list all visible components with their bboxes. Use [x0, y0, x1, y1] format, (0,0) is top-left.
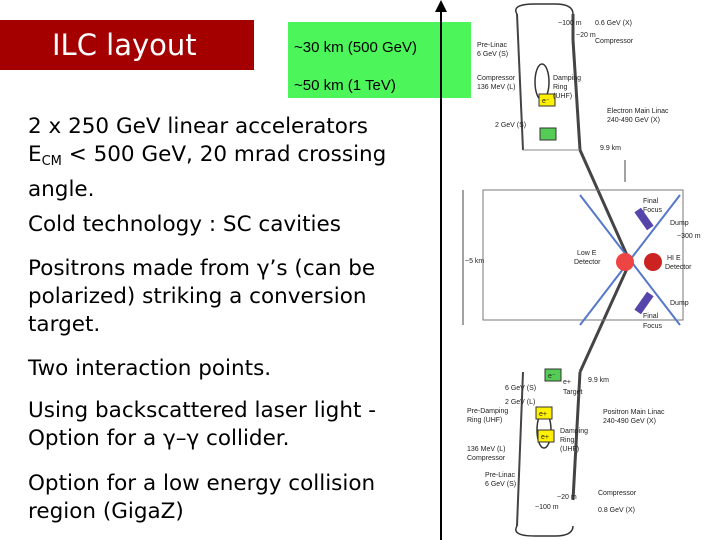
positron-beam-to-ip [578, 261, 632, 373]
transfer-line-lower [516, 371, 524, 527]
six-gev-lower: 6 GeV (S) [505, 385, 536, 392]
bullet-laser-line1: Using backscattered laser light - [28, 398, 376, 423]
low-e-detector-icon [616, 253, 634, 271]
lower-damping-3: (UHF) [560, 446, 579, 453]
electron-linac-1: Electron Main Linac [607, 108, 669, 115]
e-plus-target-2: Target [563, 389, 583, 396]
energy-scale-box: ~30 km (500 GeV) ~50 km (1 TeV) [288, 22, 471, 98]
bullet-low-energy-line2: region (GigaZ) [28, 499, 184, 524]
top-dim-20m: ~20 m [576, 32, 596, 39]
length-arrow-line [440, 6, 442, 540]
damping-ring-upper-3: (UHF) [553, 93, 572, 100]
bottom-dim-20m: ~20 m [557, 494, 577, 501]
damping-ring-upper-1: Damping [553, 75, 581, 82]
dump-upper-icon [634, 207, 654, 231]
bullet-accelerators-line2: ECM < 500 GeV, 20 mrad crossing [28, 141, 428, 176]
prelinac-top-1: Pre-Linac [477, 42, 507, 49]
bullet-cold-technology-text: Cold technology : SC cavities [28, 212, 341, 237]
two-gev-lower: 2 GeV (L) [505, 399, 535, 406]
bullet-positrons-line1: Positrons made from γ’s (can be [28, 256, 376, 281]
e-minus-source-icon [538, 93, 556, 107]
dim-5km: ~5 km [465, 258, 484, 265]
bullet-accelerators: 2 x 250 GeV linear accelerators ECM < 50… [28, 113, 428, 204]
dim-300m: ~300 m [677, 233, 701, 240]
lower-prelinac-2: 6 GeV (S) [485, 481, 516, 488]
low-e-label-2: Detector [574, 259, 601, 266]
e-plus-label-1: e+ [539, 411, 547, 418]
e-minus-gun-icon [539, 127, 557, 141]
top-turnaround [515, 3, 574, 15]
bullet-positrons-line3: target. [28, 312, 101, 337]
electron-main-linac [571, 39, 582, 151]
lower-damping-1: Damping [560, 428, 588, 435]
positron-main-linac [571, 371, 582, 501]
pre-damping-2: Ring (UHF) [467, 417, 502, 424]
ecm-symbol: E [28, 142, 42, 167]
final-focus-lower-1: Final [643, 313, 659, 320]
two-gev-upper: 2 GeV (S) [495, 122, 526, 129]
dump-lower-label: Dump [670, 300, 689, 307]
bullet-laser-light: Using backscattered laser light - Option… [28, 397, 448, 453]
top-compressor-label: Compressor [595, 38, 634, 45]
top-dim-100m: ~100 m [558, 20, 582, 27]
electron-linac-2: 240-490 GeV (X) [607, 117, 660, 124]
bottom-turnaround [515, 525, 574, 537]
bottom-dim-100m: ~100 m [535, 504, 559, 511]
bullet-positrons: Positrons made from γ’s (can be polarize… [28, 255, 428, 339]
bullet-laser-line2: Option for a γ–γ collider. [28, 426, 290, 451]
lower-distance: 9.9 km [588, 377, 609, 384]
lower-prelinac-1: Pre-Linac [485, 472, 515, 479]
prelinac-top-2: 6 GeV (S) [477, 51, 508, 58]
final-focus-upper-2: Focus [643, 207, 663, 214]
ecm-rest: < 500 GeV, 20 mrad crossing [61, 142, 387, 167]
ilc-layout-diagram: ~100 m ~20 m 0.6 GeV (X) Compressor Pre-… [462, 3, 701, 537]
final-focus-upper-1: Final [643, 198, 659, 205]
e-plus-target-1: e+ [563, 379, 571, 386]
bullet-cold-technology: Cold technology : SC cavities [28, 211, 341, 239]
lower-compressor-2: Compressor [467, 455, 506, 462]
bullet-interaction-points: Two interaction points. [28, 355, 271, 383]
lower-compressor-1: 136 MeV (L) [467, 446, 506, 453]
upper-distance: 9.9 km [600, 145, 621, 152]
e-minus-lower-icon [544, 368, 562, 382]
e-plus-source-icon-1 [535, 406, 553, 420]
positron-linac-1: Positron Main Linac [603, 409, 665, 416]
positron-linac-2: 240-490 GeV (X) [603, 418, 656, 425]
bullet-accelerators-line1: 2 x 250 GeV linear accelerators [28, 114, 368, 139]
dump-lower-icon [634, 291, 654, 315]
e-plus-label-2: e+ [541, 434, 549, 441]
energy-500gev-label: ~30 km (500 GeV) [294, 39, 417, 56]
electron-beam-to-ip [578, 149, 632, 263]
hi-e-label-2: Detector [665, 264, 692, 271]
slide-title: ILC layout [0, 20, 254, 70]
transfer-line-upper [516, 13, 524, 151]
energy-1tev-label: ~50 km (1 TeV) [294, 77, 396, 94]
e-minus-lower-label: e⁻ [548, 373, 556, 380]
bullet-low-energy-line1: Option for a low energy collision [28, 471, 376, 496]
compressor-top-1: Compressor [477, 75, 516, 82]
final-focus-lower-2: Focus [643, 323, 663, 330]
e-minus-upper: e⁻ [542, 98, 550, 105]
lower-damping-2: Ring [560, 437, 575, 444]
compressor-top-2: 136 MeV (L) [477, 84, 516, 91]
bottom-compressor: Compressor [598, 490, 637, 497]
bullet-low-energy: Option for a low energy collision region… [28, 470, 428, 526]
dump-upper-label: Dump [670, 220, 689, 227]
bottom-energy: 0.8 GeV (X) [598, 507, 635, 514]
hi-e-label-1: HI E [667, 255, 681, 262]
low-e-label-1: Low E [577, 250, 597, 257]
ecm-subscript: CM [41, 154, 62, 169]
bullet-accelerators-line3: angle. [28, 177, 95, 202]
bullet-interaction-points-text: Two interaction points. [28, 356, 272, 381]
e-plus-source-icon-2 [537, 429, 555, 443]
hi-e-detector-icon [644, 253, 662, 271]
top-energy-08gev: 0.6 GeV (X) [595, 20, 632, 27]
pre-damping-1: Pre-Damping [467, 408, 508, 415]
bullet-positrons-line2: polarized) striking a conversion [28, 284, 367, 309]
damping-ring-upper-2: Ring [553, 84, 568, 91]
